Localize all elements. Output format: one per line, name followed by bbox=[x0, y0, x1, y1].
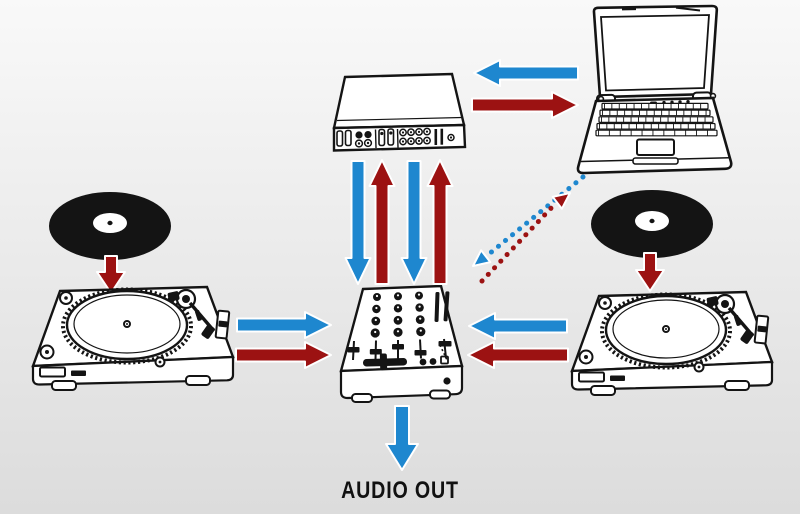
vinyl-record-left-icon bbox=[49, 192, 171, 260]
arrow-interface-to-laptop bbox=[471, 91, 579, 119]
laptop-keyboard bbox=[595, 102, 718, 137]
laptop-touchpad bbox=[636, 138, 675, 156]
arrow-laptop-to-interface bbox=[473, 59, 579, 87]
vinyl-record-right-icon bbox=[591, 190, 713, 258]
arrow-interface-to-mixer-2 bbox=[400, 160, 428, 285]
arrow-vinyl-left-to-turntable bbox=[96, 255, 126, 294]
arrow-vinyl-right-to-turntable bbox=[635, 252, 665, 292]
arrow-mixer-to-interface-1 bbox=[368, 159, 396, 285]
arrow-mixer-to-audio-out bbox=[385, 405, 419, 471]
mixer-knobs bbox=[370, 291, 426, 338]
laptop-icon bbox=[576, 4, 733, 175]
arrow-laptop-to-mixer-dotted bbox=[472, 174, 586, 267]
arrow-mixer-to-laptop-dotted bbox=[479, 192, 571, 284]
arrow-turntable-right-to-mixer-red bbox=[467, 341, 569, 369]
arrow-turntable-right-to-mixer-blue bbox=[468, 312, 568, 340]
audio-out-label: AUDIO OUT bbox=[341, 476, 459, 503]
arrow-mixer-to-interface-2 bbox=[426, 159, 454, 285]
mixer-crossfader bbox=[363, 353, 408, 370]
arrow-interface-to-mixer-1 bbox=[344, 160, 372, 285]
dj-mixer-icon bbox=[339, 284, 464, 403]
mixer-faders bbox=[347, 338, 452, 362]
interface-connectors bbox=[336, 127, 455, 149]
arrow-turntable-left-to-mixer-red bbox=[235, 341, 332, 369]
turntable-left-icon bbox=[31, 285, 235, 392]
turntable-right-icon bbox=[570, 290, 774, 397]
arrow-turntable-left-to-mixer-blue bbox=[236, 311, 332, 339]
audio-interface-icon bbox=[332, 72, 467, 152]
